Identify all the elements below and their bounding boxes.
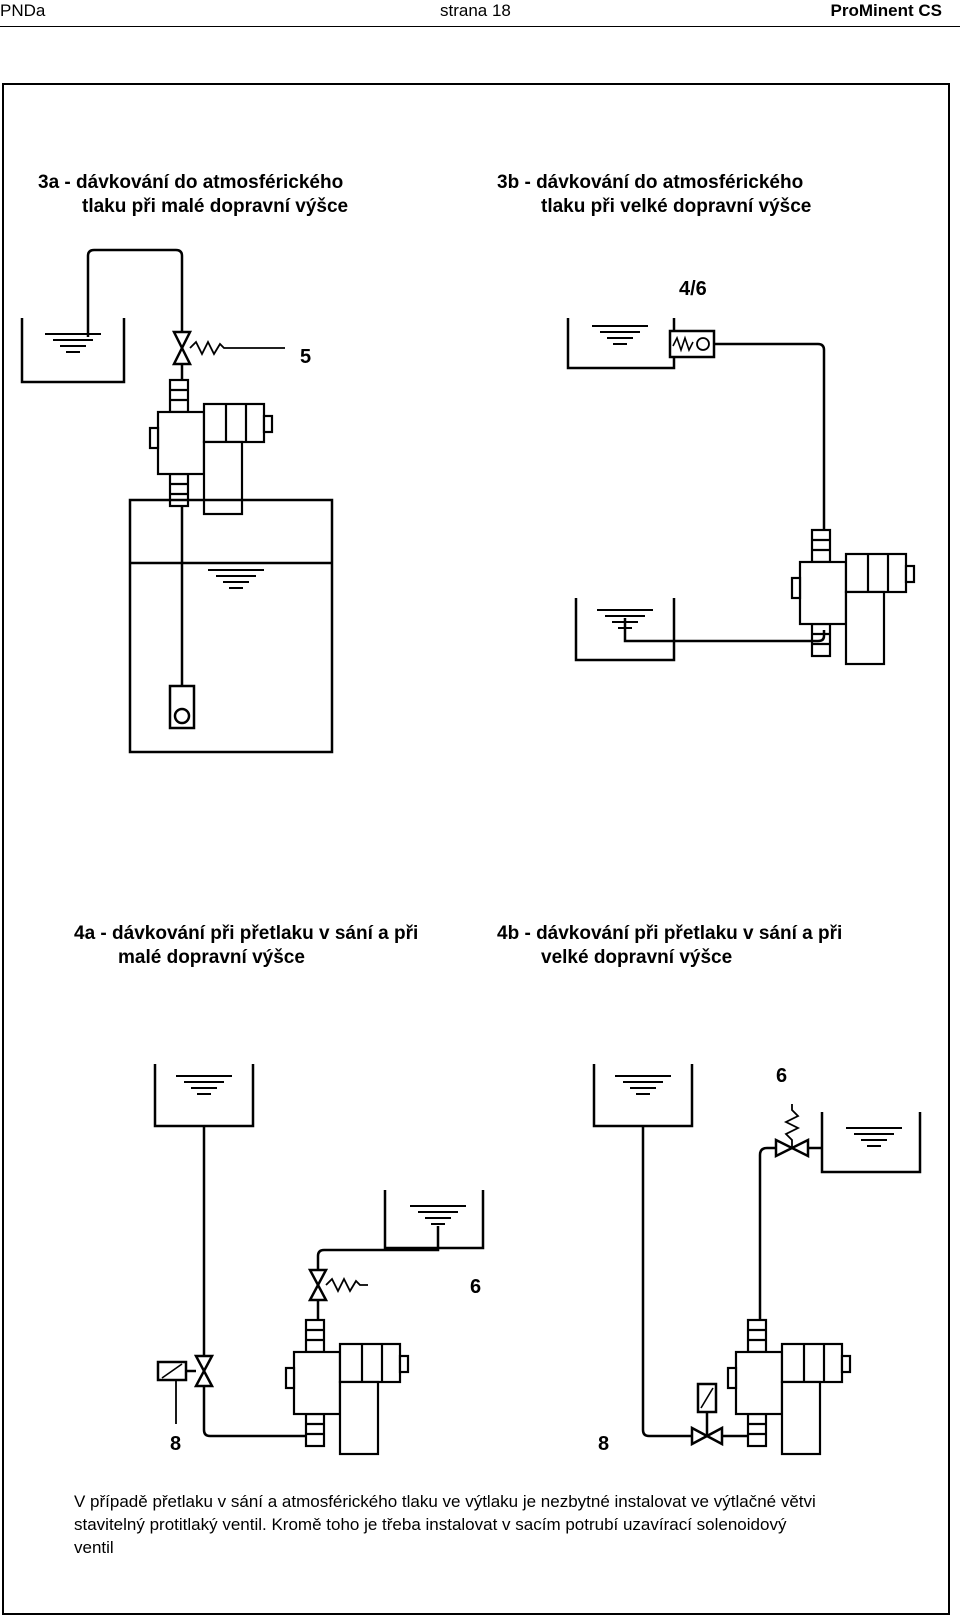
discharge-pipe-4a [316, 1226, 440, 1270]
caption-4a: 4a - dávkování při přetlaku v sání a při… [74, 922, 418, 970]
caption-4a-line2: malé dopravní výšce [118, 947, 305, 968]
liquid-level-icon [844, 1126, 904, 1148]
note-line3: ventil [74, 1538, 114, 1557]
liquid-level-icon [174, 1074, 234, 1096]
spring-icon [783, 1104, 801, 1148]
valve-icon [307, 1268, 329, 1302]
label-4b-valve: 6 [776, 1065, 787, 1087]
tank-4a-right [383, 1190, 485, 1250]
header-company: ProMinent CS [830, 1, 942, 20]
liquid-level-icon [43, 332, 103, 354]
diagram-3b [566, 318, 916, 666]
foot-valve-icon [168, 684, 196, 730]
pump-icon [148, 378, 274, 516]
liquid-level-icon [206, 568, 266, 590]
pump-icon [284, 1318, 410, 1456]
note-line2: stavitelný protitlaký ventil. Kromě toho… [74, 1515, 787, 1534]
caption-3b-line1: dávkování do atmosférického [536, 172, 804, 193]
label-3b-valve: 4/6 [679, 278, 707, 300]
label-4a-solenoid: 8 [170, 1433, 181, 1455]
liquid-level-icon [613, 1074, 673, 1096]
caption-4b-line2: velké dopravní výšce [541, 947, 733, 968]
page-header: PNDa strana 18 ProMinent CS [0, 0, 960, 27]
spring-icon [325, 1276, 368, 1294]
caption-3a-line2: tlaku při malé dopravní výšce [82, 196, 349, 217]
label-4a-valve: 6 [470, 1276, 481, 1298]
tank-3b-lower [574, 598, 676, 662]
pump-icon [726, 1318, 852, 1456]
caption-4b: 4b - dávkování při přetlaku v sání a při… [497, 922, 842, 970]
label-4b-solenoid: 8 [598, 1433, 609, 1455]
diagram-4a [153, 1064, 485, 1456]
suction-pipe-4b [641, 1126, 692, 1438]
suction-pipe-3b [623, 618, 826, 643]
valve-icon [171, 330, 193, 366]
tank-3a [20, 318, 126, 384]
caption-3a-line1: dávkování do atmosférického [76, 172, 344, 193]
diagram-4b [592, 1064, 922, 1456]
diagram-3a [20, 248, 334, 754]
caption-4b-line1: dávkování při přetlaku v sání a při [536, 923, 843, 944]
note-line1: V případě přetlaku v sání a atmosférické… [74, 1492, 816, 1511]
caption-4b-number: 4b - [497, 923, 531, 944]
solenoid-valve-icon [193, 1354, 215, 1388]
caption-3a-number: 3a - [38, 172, 71, 193]
pump-icon [790, 528, 916, 666]
suction-pipe-3a [86, 248, 184, 337]
container-3a [128, 498, 334, 754]
caption-3b-number: 3b - [497, 172, 531, 193]
pipe-3b [714, 342, 826, 530]
header-doc-code: PNDa [0, 1, 46, 20]
caption-3a: 3a - dávkování do atmosférického tlaku p… [38, 171, 348, 219]
header-page-number: strana 18 [440, 1, 511, 20]
caption-4a-line1: dávkování při přetlaku v sání a při [112, 923, 419, 944]
content-frame [2, 83, 950, 1615]
note-text: V případě přetlaku v sání a atmosférické… [74, 1490, 910, 1559]
liquid-level-icon [590, 324, 650, 346]
tank-4b-right [820, 1112, 922, 1174]
caption-4a-number: 4a - [74, 923, 107, 944]
spring-icon [189, 339, 285, 357]
discharge-pipe-4b [758, 1146, 776, 1320]
label-3a-valve: 5 [300, 346, 311, 368]
caption-3b: 3b - dávkování do atmosférického tlaku p… [497, 171, 811, 219]
caption-3b-line2: tlaku při velké dopravní výšce [541, 196, 812, 217]
liquid-level-icon [408, 1204, 468, 1226]
